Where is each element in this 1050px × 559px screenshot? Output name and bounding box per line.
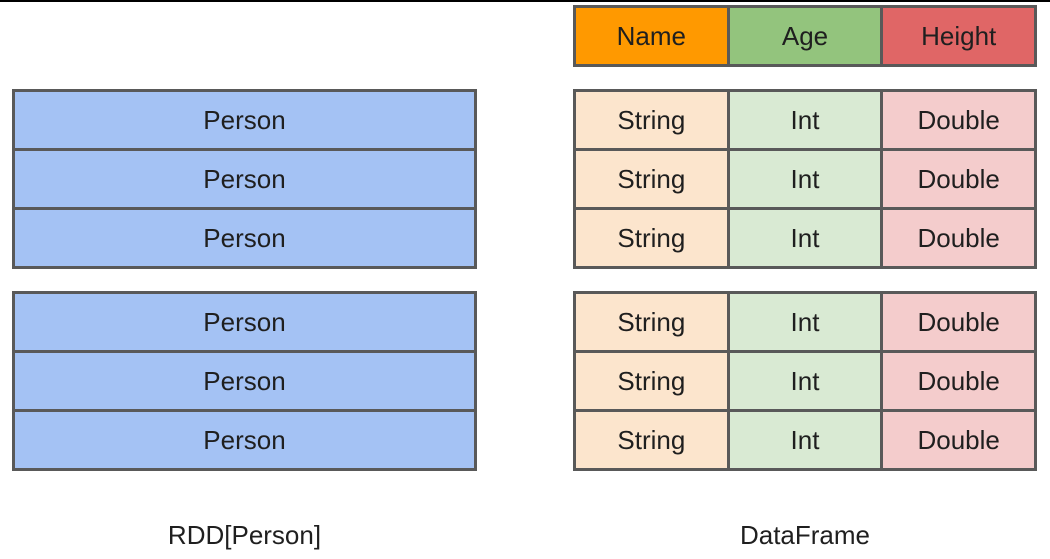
header-age: Age [729,8,881,64]
dataframe-row: String Int Double [576,151,1035,207]
dataframe-caption: DataFrame [739,520,871,550]
cell-double: Double [883,92,1035,148]
cell-int: Int [729,294,881,350]
rdd-person-cell: Person [15,353,474,409]
dataframe-row: String Int Double [576,210,1035,266]
cell-string: String [576,294,727,350]
cell-string: String [576,353,727,409]
rdd-partition-2: Person Person Person [12,291,477,471]
rdd-person-cell: Person [15,151,474,207]
rdd-person-cell: Person [15,92,474,148]
cell-int: Int [729,151,881,207]
dataframe-row: String Int Double [576,412,1035,468]
dataframe-partition-2: String Int Double String Int Double Stri… [573,291,1037,471]
cell-string: String [576,92,727,148]
dataframe-partition-1: String Int Double String Int Double Stri… [573,89,1037,269]
cell-string: String [576,210,727,266]
rdd-caption: RDD[Person] [167,520,322,550]
cell-int: Int [729,353,881,409]
cell-int: Int [729,92,881,148]
cell-double: Double [883,151,1035,207]
header-name: Name [576,8,727,64]
rdd-person-cell: Person [15,294,474,350]
dataframe-header: Name Age Height [573,5,1037,67]
rdd-person-cell: Person [15,210,474,266]
header-height: Height [883,8,1035,64]
rdd-partition-1: Person Person Person [12,89,477,269]
dataframe-row: String Int Double [576,353,1035,409]
cell-double: Double [883,294,1035,350]
cell-string: String [576,412,727,468]
rdd-person-cell: Person [15,412,474,468]
dataframe-row: String Int Double [576,92,1035,148]
dataframe-row: String Int Double [576,294,1035,350]
cell-int: Int [729,412,881,468]
cell-int: Int [729,210,881,266]
cell-double: Double [883,353,1035,409]
cell-double: Double [883,412,1035,468]
cell-string: String [576,151,727,207]
top-border-line [0,0,1050,2]
cell-double: Double [883,210,1035,266]
